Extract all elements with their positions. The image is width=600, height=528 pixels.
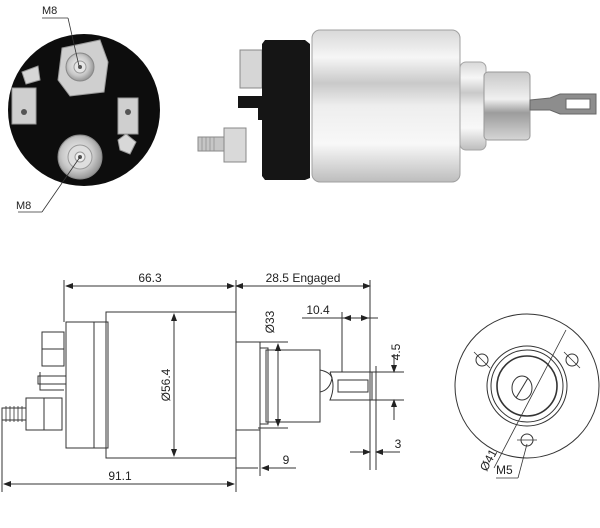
dim-body-length: 66.3 <box>138 271 162 285</box>
dim-eye-length: 10.4 <box>306 303 330 317</box>
end-dimension-labels: Ø41 M5 <box>477 447 513 477</box>
left-tab <box>11 87 37 125</box>
end-view-photo: M8 M8 <box>8 5 160 213</box>
dim-body-diameter: Ø56.4 <box>159 368 173 401</box>
dim-mounting-thread: M5 <box>496 463 513 477</box>
dim-overall-length: 91.1 <box>108 469 132 483</box>
side-dimension-drawing <box>1 280 404 492</box>
dim-eye-thickness: 3 <box>395 437 402 451</box>
callout-label: M8 <box>16 200 31 212</box>
side-view-photo <box>197 29 597 183</box>
callout-m8-bottom: M8 <box>16 156 81 213</box>
solenoid-body <box>311 29 461 183</box>
dim-collar-offset: 9 <box>283 453 290 467</box>
side-dimension-labels: 66.3 28.5 Engaged Ø56.4 Ø33 10.4 4.5 3 9… <box>108 271 403 483</box>
right-tab <box>117 97 139 135</box>
dim-engaged-travel: 28.5 Engaged <box>266 271 341 285</box>
plunger <box>483 71 531 141</box>
callout-m8-top: M8 <box>42 5 80 67</box>
upper-terminal <box>21 39 109 97</box>
dim-plunger-diameter: Ø33 <box>263 310 277 333</box>
callout-label: M8 <box>42 5 57 17</box>
dim-eye-width: 4.5 <box>389 343 403 360</box>
end-dimension-drawing <box>454 313 600 479</box>
